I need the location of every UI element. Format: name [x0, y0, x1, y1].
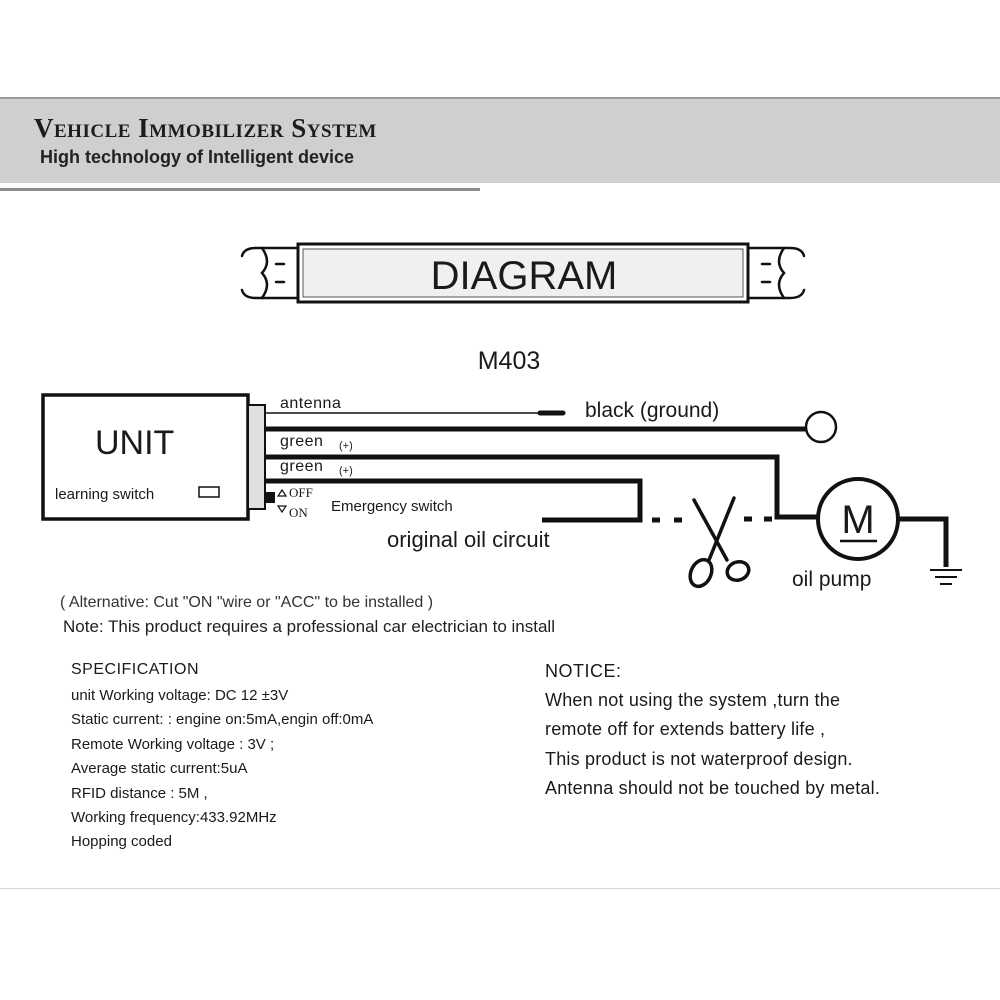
spec-line: Static current: : engine on:5mA,engin of… [71, 711, 374, 729]
ground-terminal [804, 410, 838, 444]
original-oil-circuit-label: original oil circuit [387, 527, 550, 552]
header-divider [0, 188, 480, 191]
motor-symbol: M [841, 498, 874, 542]
on-arrow-icon [276, 505, 288, 514]
spec-line: Average static current:5uA [71, 760, 248, 778]
cut-wire-dashes [652, 516, 772, 523]
notice-line: remote off for extends battery life , [545, 719, 826, 740]
alternative-note: ( Alternative: Cut "ON "wire or "ACC" to… [60, 594, 434, 611]
spec-line: Working frequency:433.92MHz [71, 809, 277, 827]
off-arrow-icon [276, 488, 288, 497]
page-subtitle: High technology of Intelligent device [40, 147, 355, 167]
green-wire-2-label: green [280, 458, 323, 475]
header-band [0, 97, 1000, 183]
banner-label: DIAGRAM [431, 254, 618, 298]
green-wire-1-polarity: (+) [339, 440, 353, 452]
ground-icon [930, 569, 962, 585]
notice-section: NOTICE: When not using the system ,turn … [545, 661, 880, 803]
footer-divider [0, 888, 1000, 889]
notice-line: When not using the system ,turn the [545, 690, 841, 710]
spec-line: Hopping coded [71, 833, 172, 851]
emergency-switch-block [266, 492, 275, 503]
banner-frame [296, 242, 750, 304]
emergency-switch-label: Emergency switch [331, 498, 453, 515]
green-wire-2-polarity: (+) [339, 465, 353, 477]
pump-ground-wire [898, 516, 949, 567]
antenna-label: antenna [280, 395, 341, 412]
banner-inner-fill [302, 248, 744, 298]
scissors-icon [688, 496, 751, 589]
spec-line: Remote Working voltage : 3V ; [71, 735, 275, 753]
banner-left-scroll-ornament [240, 246, 300, 300]
diagram-banner: DIAGRAM [240, 242, 806, 304]
page-title: Vehicle Immobilizer System [34, 113, 377, 143]
emergency-switch-wire [265, 478, 643, 523]
green-wire-1-label: green [280, 433, 323, 450]
install-note: Note: This product requires a profession… [63, 617, 555, 636]
black-ground-label: black (ground) [585, 399, 719, 422]
learning-switch-button [198, 486, 220, 498]
notice-line: Antenna should not be touched by metal. [545, 777, 881, 798]
specification-title: SPECIFICATION [71, 661, 199, 678]
spec-line: RFID distance : 5M , [71, 784, 208, 802]
spec-line: unit Working voltage: DC 12 ±3V [71, 687, 289, 704]
wire-connector [247, 404, 266, 510]
oil-pump-label: oil pump [792, 568, 871, 591]
on-label: ON [289, 505, 308, 520]
off-label: OFF [289, 485, 313, 500]
notice-title: NOTICE: [545, 661, 622, 681]
learning-switch-label: learning switch [55, 486, 154, 503]
unit-label: UNIT [95, 424, 174, 462]
power-wire-to-pump [265, 454, 817, 520]
model-number: M403 [478, 347, 541, 375]
specification-section: SPECIFICATION unit Working voltage: DC 1… [71, 661, 373, 855]
banner-right-scroll-ornament [746, 246, 806, 300]
notice-line: This product is not waterproof design. [545, 748, 853, 769]
